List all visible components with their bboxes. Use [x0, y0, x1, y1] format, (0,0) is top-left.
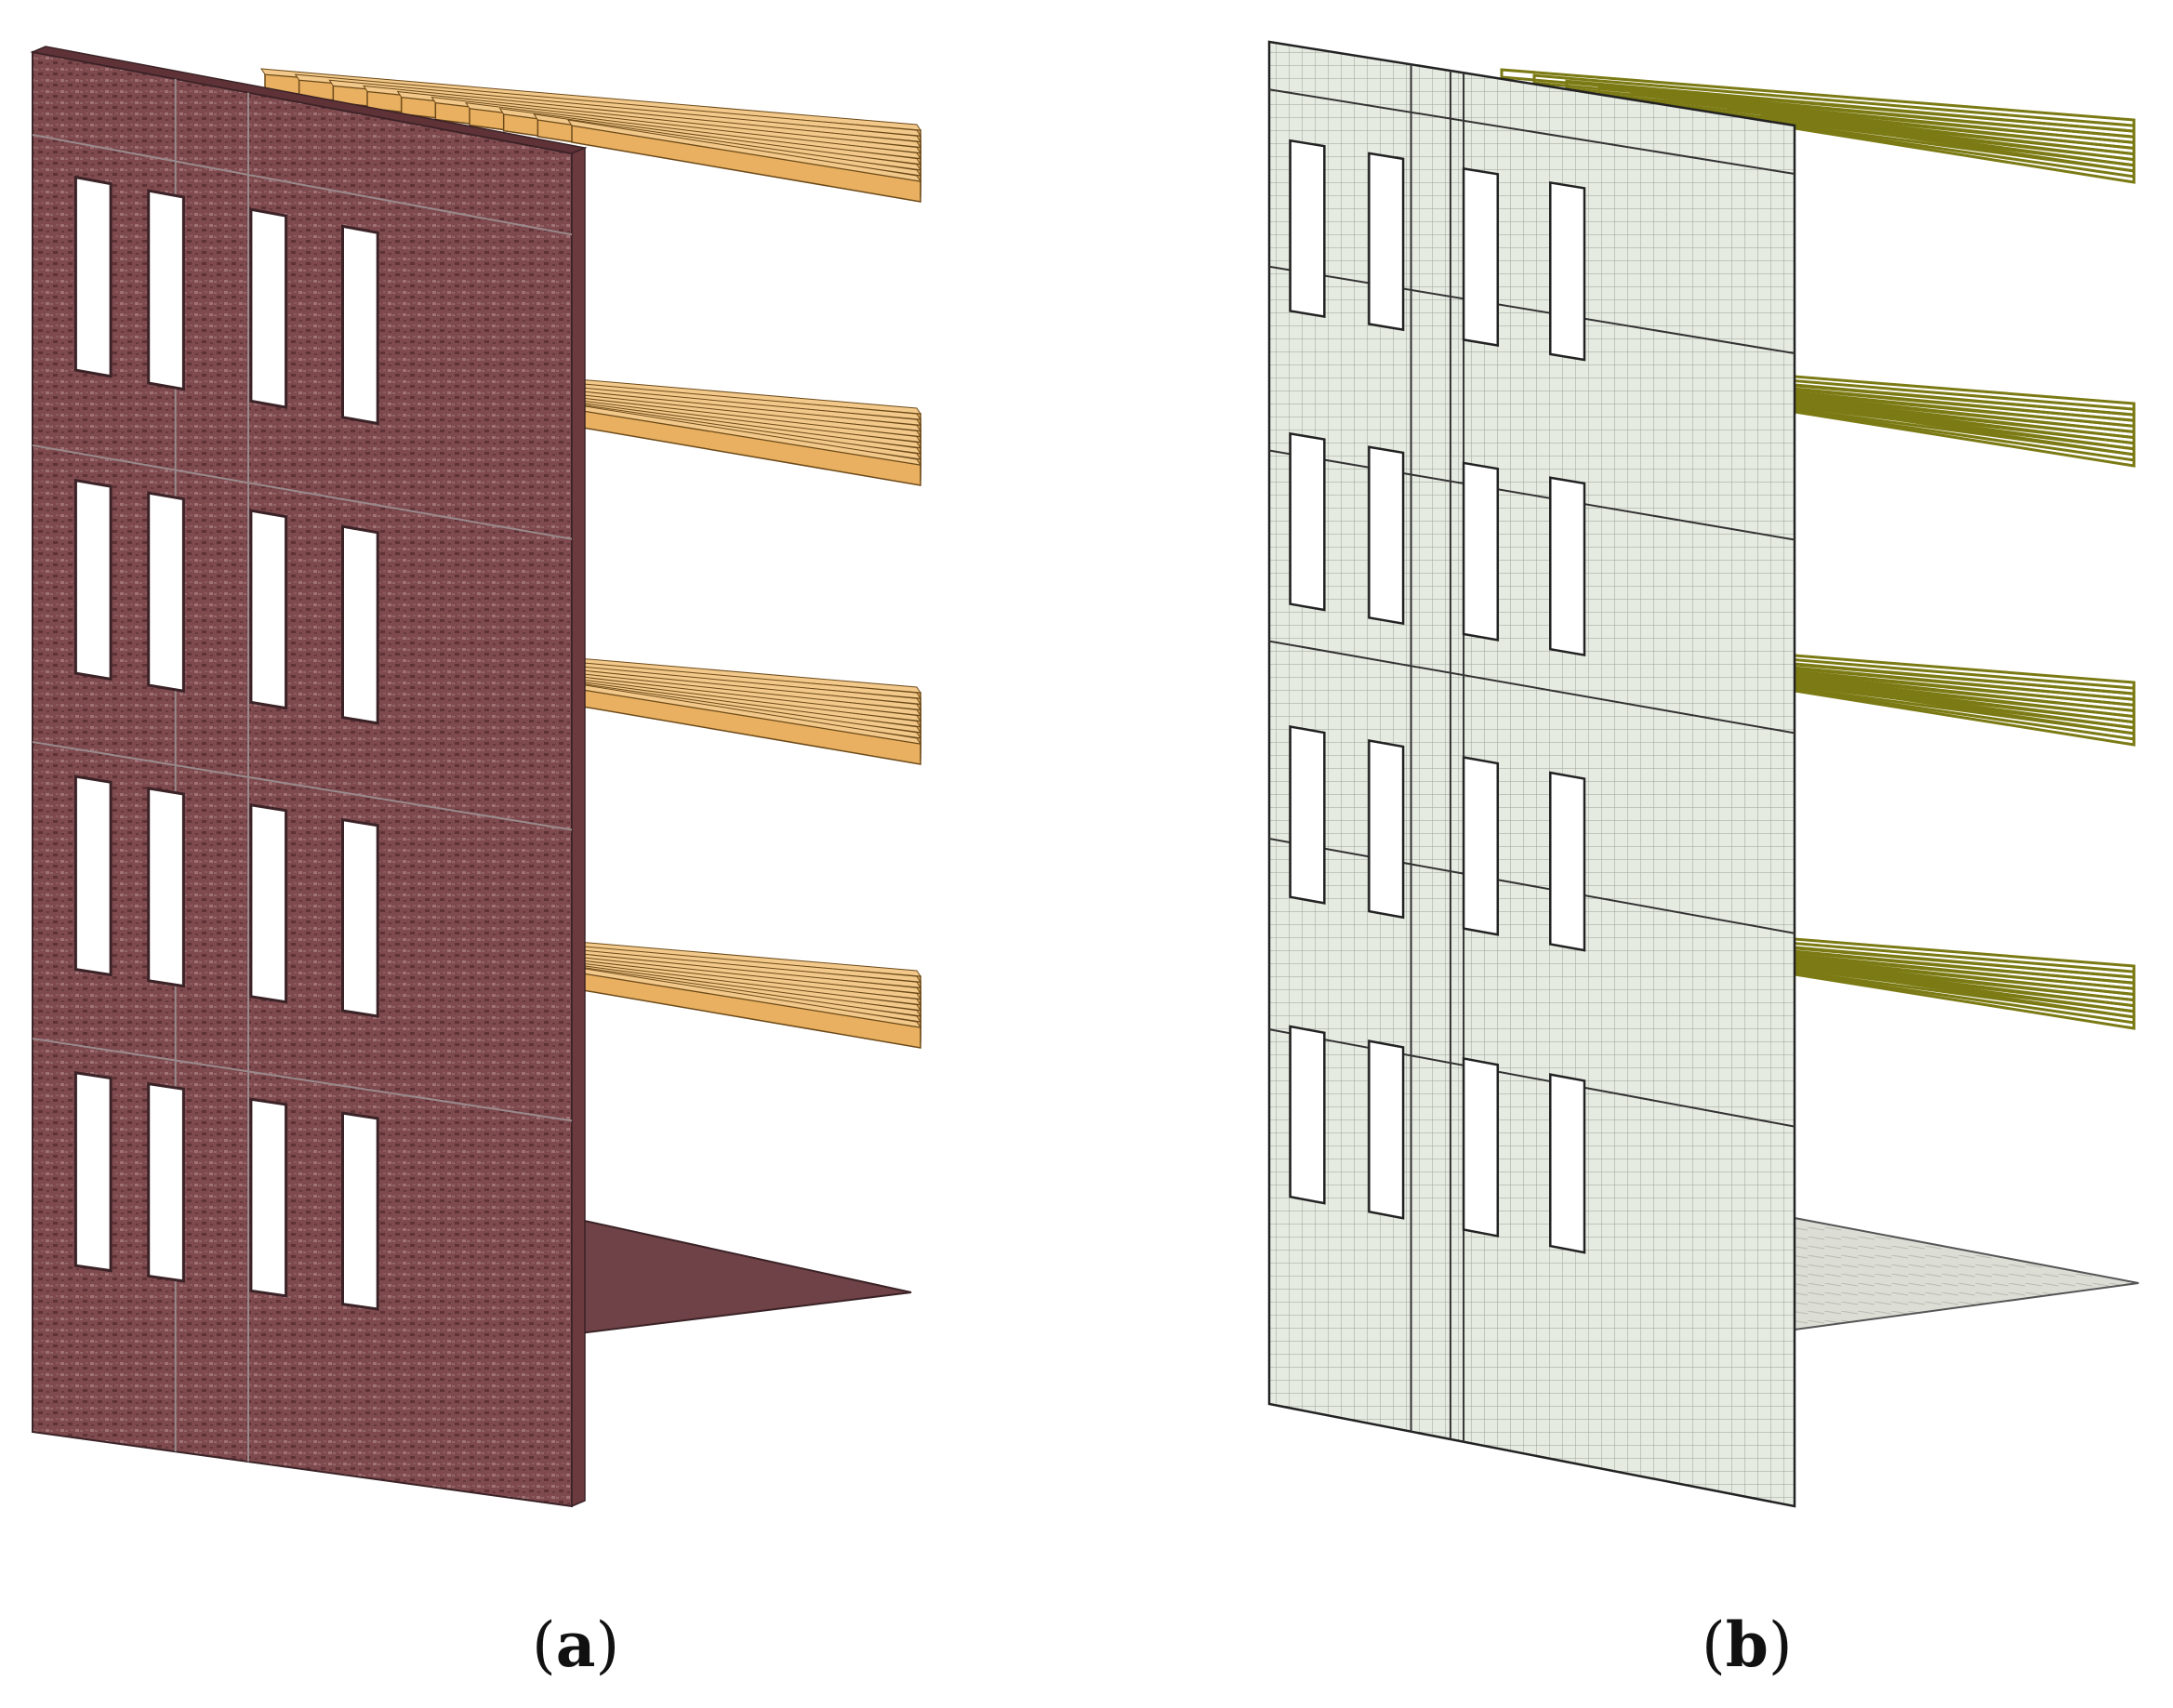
window-opening [1368, 1039, 1405, 1220]
caption-b-letter: b [1725, 1609, 1769, 1681]
panel-a-masonry-model [30, 46, 922, 1508]
window-opening [1549, 476, 1586, 657]
storey-line [32, 1038, 573, 1122]
window-opening [1462, 1056, 1500, 1238]
window-opening [1549, 771, 1586, 952]
caption-b-open: ( [1702, 1609, 1726, 1681]
caption-a: (a) [532, 1609, 619, 1681]
window-opening [1462, 166, 1500, 347]
storey-line [1268, 88, 1795, 175]
window-opening [147, 491, 185, 694]
window-opening [147, 189, 185, 391]
storey-line [32, 444, 573, 540]
window-opening [1368, 445, 1405, 626]
ground-slab [1794, 1216, 2140, 1331]
window-opening [1462, 461, 1500, 642]
window-opening [73, 775, 113, 977]
storey-line [1268, 449, 1795, 541]
floor-joist-top [566, 119, 922, 182]
panel-b-fe-mesh-model [1267, 40, 2140, 1508]
window-opening [1289, 1025, 1326, 1205]
storey-line [1268, 838, 1795, 934]
window-opening [1289, 431, 1326, 612]
wall-side-edge [571, 146, 586, 1508]
window-opening [73, 175, 113, 378]
window-opening [341, 224, 379, 426]
storey-line [1268, 265, 1795, 355]
storey-line [32, 741, 573, 831]
caption-a-open: ( [532, 1609, 556, 1681]
window-opening [1549, 1073, 1586, 1254]
caption-b: (b) [1702, 1609, 1793, 1681]
window-opening [1289, 725, 1326, 905]
window-opening [73, 478, 113, 682]
window-opening [249, 1097, 288, 1298]
window-opening [249, 207, 288, 409]
window-opening [147, 787, 185, 988]
window-opening [1368, 152, 1405, 332]
window-opening [1368, 739, 1405, 920]
storey-line [1268, 640, 1795, 735]
window-opening [1462, 756, 1500, 936]
window-opening [73, 1071, 113, 1273]
window-opening [1549, 180, 1586, 362]
window-opening [341, 524, 379, 725]
caption-a-letter: a [555, 1609, 596, 1681]
window-opening [249, 802, 288, 1004]
window-opening [341, 817, 379, 1018]
caption-b-close: ) [1768, 1609, 1793, 1681]
window-opening [147, 1081, 185, 1283]
caption-a-close: ) [595, 1609, 620, 1681]
window-opening [249, 509, 288, 710]
facade-wall [32, 50, 573, 1508]
storey-line [1268, 1028, 1795, 1128]
ground-slab [571, 1216, 912, 1336]
storey-line [32, 134, 573, 236]
facade-wall [1267, 40, 1796, 1508]
window-opening [341, 1111, 379, 1311]
window-opening [1289, 139, 1326, 319]
